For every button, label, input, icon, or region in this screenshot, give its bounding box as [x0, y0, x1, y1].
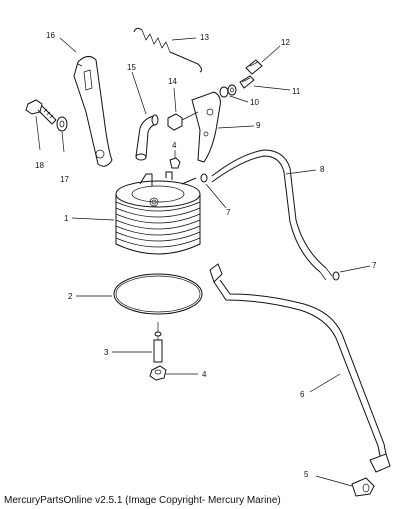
- filter-assembly: [115, 171, 201, 255]
- callout-7-lower: 7: [372, 261, 377, 270]
- callout-9: 9: [256, 121, 261, 130]
- upper-nut: [169, 157, 181, 169]
- lever-nut: [167, 111, 199, 131]
- throttle-bracket: [191, 91, 221, 163]
- fuel-tube: [209, 263, 391, 473]
- spring: [133, 27, 203, 73]
- fitting: [239, 75, 255, 89]
- o-ring: [113, 273, 203, 315]
- callout-4-lower: 4: [202, 370, 207, 379]
- callout-2: 2: [68, 292, 73, 301]
- stud: [153, 322, 163, 363]
- callout-1: 1: [64, 214, 69, 223]
- connector: [245, 59, 263, 75]
- callout-14: 14: [168, 77, 177, 86]
- callout-6: 6: [300, 390, 305, 399]
- callout-13: 13: [200, 33, 209, 42]
- callout-3: 3: [104, 348, 109, 357]
- callout-16: 16: [46, 31, 55, 40]
- callout-7-upper: 7: [226, 208, 231, 217]
- washer-pair: [219, 84, 237, 98]
- callout-10: 10: [250, 98, 259, 107]
- elbow-fitting: [351, 477, 375, 497]
- callout-12: 12: [281, 38, 290, 47]
- fuel-line: [211, 149, 333, 281]
- callout-5: 5: [304, 470, 309, 479]
- hose-elbow: [135, 114, 159, 161]
- washer: [56, 116, 68, 132]
- bolt: [25, 99, 57, 125]
- callout-4-upper: 4: [172, 141, 177, 150]
- hose-clamp-upper: [200, 173, 208, 183]
- callout-11: 11: [292, 87, 301, 96]
- callout-15: 15: [127, 63, 136, 72]
- callout-17: 17: [60, 175, 69, 184]
- bracket-plate: [73, 56, 113, 167]
- hose-clamp-lower: [332, 271, 340, 281]
- callout-18: 18: [35, 161, 44, 170]
- copyright-caption: MercuryPartsOnline v2.5.1 (Image Copyrig…: [4, 495, 281, 506]
- callout-8: 8: [320, 165, 325, 174]
- lower-nut: [149, 365, 167, 381]
